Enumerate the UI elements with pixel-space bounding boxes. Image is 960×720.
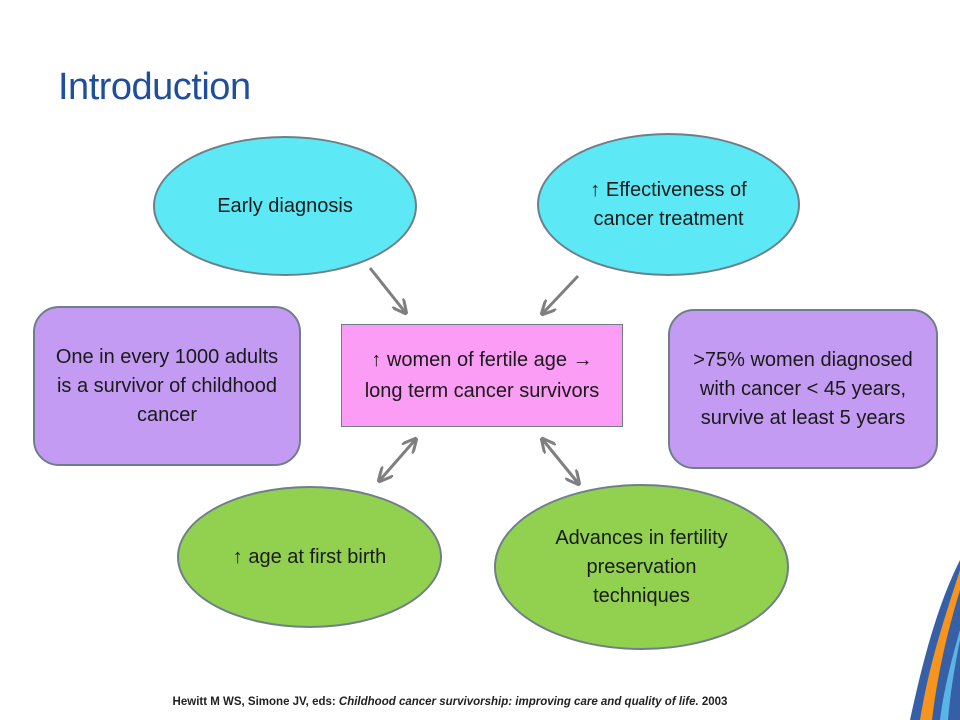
citation-italic: Childhood cancer survivorship: improving… <box>338 696 699 708</box>
node-early-diagnosis: Early diagnosis <box>153 136 417 276</box>
node-one-in-1000: One in every 1000 adults is a survivor o… <box>33 306 301 466</box>
decorative-swoosh <box>910 560 960 720</box>
node-early-diagnosis-label: Early diagnosis <box>217 194 353 217</box>
citation-suffix: 2003 <box>698 696 728 708</box>
node-center: ↑ women of fertile age → long term cance… <box>341 324 623 427</box>
arrow-center-advances <box>543 440 578 483</box>
node-age-first-birth: ↑ age at first birth <box>177 486 442 628</box>
node-seventy-five: >75% women diagnosed with cancer < 45 ye… <box>668 309 938 469</box>
node-advances-label: Advances in fertility preservation techn… <box>555 526 728 607</box>
arrow-effectiveness-to-center <box>543 274 580 313</box>
node-age-first-birth-label: ↑ age at first birth <box>232 545 387 568</box>
node-one-in-1000-label: One in every 1000 adults is a survivor o… <box>55 345 279 426</box>
node-advances: Advances in fertility preservation techn… <box>494 484 789 650</box>
citation-prefix: Hewitt M WS, Simone JV, eds: <box>172 696 339 708</box>
node-seventy-five-label: >75% women diagnosed with cancer < 45 ye… <box>693 348 913 429</box>
node-effectiveness-label: ↑ Effectiveness of cancer treatment <box>590 178 747 230</box>
node-effectiveness: ↑ Effectiveness of cancer treatment <box>537 133 800 276</box>
arrow-center-age-birth <box>380 440 415 480</box>
citation: Hewitt M WS, Simone JV, eds: Childhood c… <box>0 696 900 708</box>
node-center-label: ↑ women of fertile age → long term cance… <box>364 348 600 402</box>
arrow-early-to-center <box>368 267 405 312</box>
page-title: Introduction <box>58 66 251 108</box>
